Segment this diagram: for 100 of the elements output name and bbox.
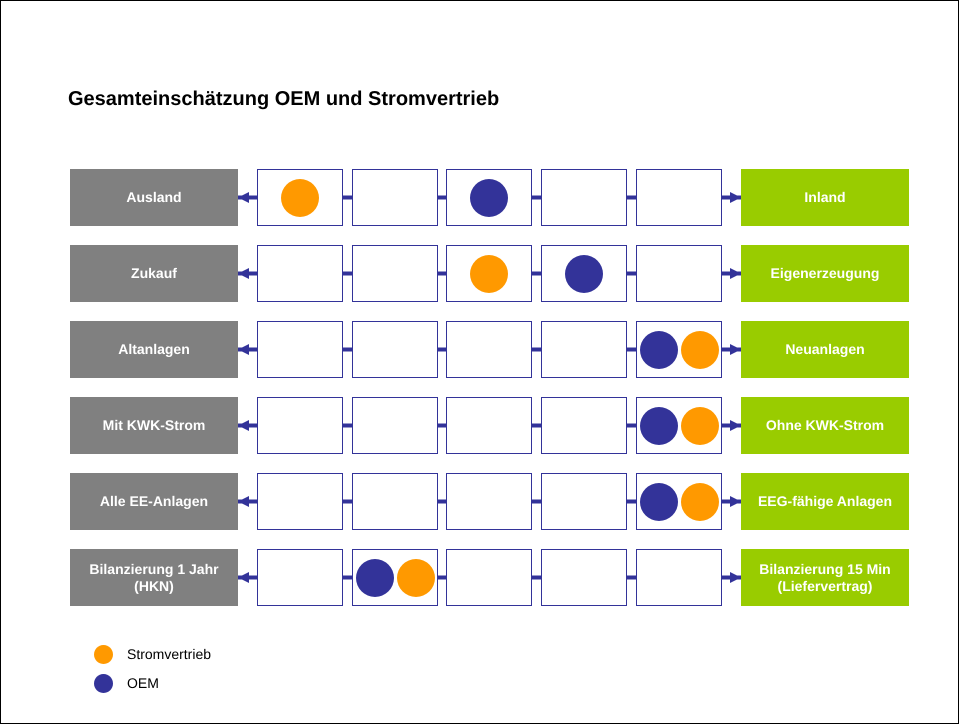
arrow	[722, 496, 741, 507]
left-pole-box	[70, 169, 238, 226]
rating-cell	[541, 169, 627, 226]
right-pole-box	[741, 321, 909, 378]
connector-line	[532, 576, 541, 580]
rating-cell	[446, 321, 532, 378]
arrow	[722, 192, 741, 203]
rating-dot	[680, 482, 718, 520]
arrow	[238, 496, 257, 507]
left-pole-box	[70, 549, 238, 606]
rating-dot	[470, 178, 508, 216]
rating-cell	[446, 397, 532, 454]
left-pole-box	[70, 321, 238, 378]
rating-cell	[352, 321, 438, 378]
rating-cell	[352, 245, 438, 302]
box-label: Bilanzierung 1 Jahr (HKN)	[88, 560, 220, 594]
rating-cell	[541, 397, 627, 454]
rating-cell	[636, 321, 722, 378]
connector-line	[532, 348, 541, 352]
right-pole-box	[741, 473, 909, 530]
connector-line	[343, 500, 352, 504]
box-label: Alle EE-Anlagen	[100, 493, 208, 510]
rating-cell	[541, 321, 627, 378]
connector-line	[438, 500, 446, 504]
connector-line	[627, 348, 636, 352]
box-label: Inland	[804, 189, 846, 206]
rating-dot	[396, 558, 434, 596]
connector-line	[532, 196, 541, 200]
rating-cell	[541, 549, 627, 606]
rating-dot	[640, 406, 678, 444]
rating-cell	[636, 397, 722, 454]
rating-cell	[352, 169, 438, 226]
rating-dot	[565, 254, 603, 292]
arrow	[238, 268, 257, 279]
arrow	[238, 192, 257, 203]
box-label: Neuanlagen	[785, 341, 865, 358]
box-label: Eigenerzeugung	[770, 265, 880, 282]
rating-dot	[640, 482, 678, 520]
rating-dot	[356, 558, 394, 596]
rating-dot	[640, 330, 678, 368]
rating-cell	[636, 549, 722, 606]
rating-cell	[541, 473, 627, 530]
rating-dot	[680, 406, 718, 444]
left-pole-box	[70, 397, 238, 454]
legend-label: Stromvertrieb	[127, 646, 212, 662]
connector-line	[627, 424, 636, 428]
left-pole-box	[70, 473, 238, 530]
arrow	[722, 344, 741, 355]
arrow	[238, 420, 257, 431]
connector-line	[343, 272, 352, 276]
connector-line	[532, 424, 541, 428]
rating-cell	[541, 245, 627, 302]
rating-cell	[636, 169, 722, 226]
connector-line	[532, 500, 541, 504]
box-label: EEG-fähige Anlagen	[758, 493, 892, 510]
arrow	[722, 268, 741, 279]
connector-line	[438, 348, 446, 352]
box-label: Ohne KWK-Strom	[766, 417, 884, 434]
rating-dot	[680, 330, 718, 368]
connector-line	[532, 272, 541, 276]
rating-cell	[352, 473, 438, 530]
connector-line	[438, 424, 446, 428]
right-pole-box	[741, 169, 909, 226]
connector-line	[438, 272, 446, 276]
rating-cell	[257, 245, 343, 302]
connector-line	[343, 424, 352, 428]
rating-cell	[257, 397, 343, 454]
connector-line	[627, 500, 636, 504]
right-pole-box	[741, 549, 909, 606]
connector-line	[438, 196, 446, 200]
connector-line	[438, 576, 446, 580]
rating-dot	[281, 178, 319, 216]
rating-cell	[352, 549, 438, 606]
rating-cell	[257, 169, 343, 226]
connector-line	[343, 196, 352, 200]
arrow	[238, 344, 257, 355]
connector-line	[627, 576, 636, 580]
rating-cell	[446, 473, 532, 530]
right-pole-box	[741, 397, 909, 454]
rating-cell	[257, 473, 343, 530]
arrow	[722, 420, 741, 431]
rating-cell	[446, 245, 532, 302]
connector-line	[343, 348, 352, 352]
rating-cell	[636, 473, 722, 530]
right-pole-box	[741, 245, 909, 302]
legend-label: OEM	[127, 675, 159, 691]
connector-line	[343, 576, 352, 580]
rating-cell	[636, 245, 722, 302]
left-pole-box	[70, 245, 238, 302]
title: Gesamteinschätzung OEM und Stromvertrieb	[68, 88, 500, 111]
box-label: Altanlagen	[118, 341, 190, 358]
connector-line	[627, 196, 636, 200]
arrow	[238, 572, 257, 583]
rating-cell	[257, 549, 343, 606]
rating-cell	[446, 549, 532, 606]
rating-dot	[470, 254, 508, 292]
arrow	[722, 572, 741, 583]
rating-cell	[257, 321, 343, 378]
box-label: Bilanzierung 15 Min (Liefervertrag)	[758, 560, 892, 594]
box-label: Zukauf	[131, 265, 177, 282]
